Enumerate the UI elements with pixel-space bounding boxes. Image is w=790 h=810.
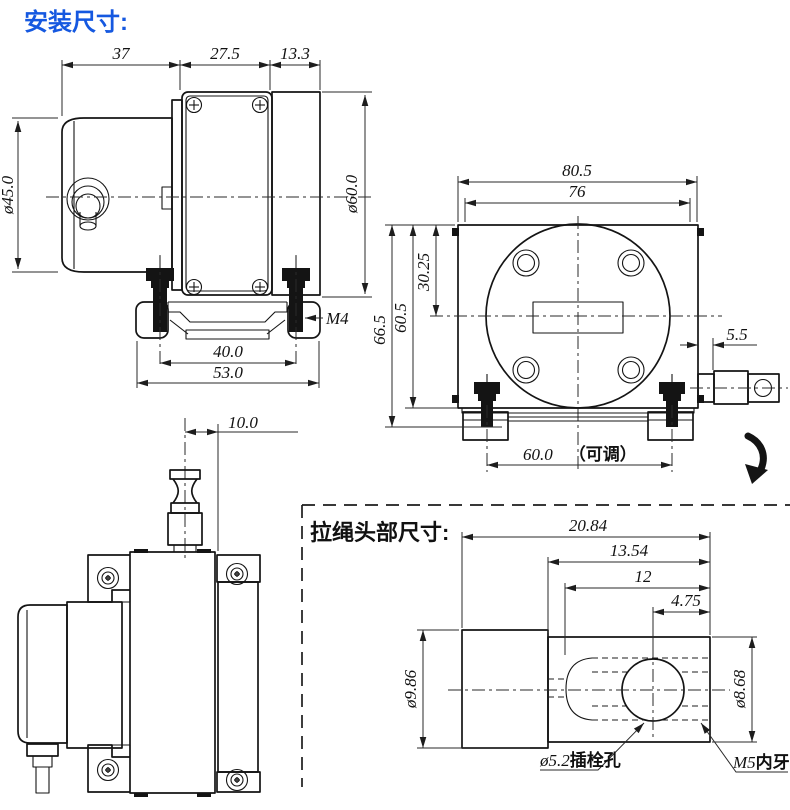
dim-width-body: 27.5	[210, 44, 240, 63]
label-pin-hole-text: 插栓孔	[570, 750, 621, 770]
front-thumbscrew-left	[474, 374, 500, 427]
dim-cylinder-diameter: ø9.86	[401, 669, 420, 709]
pull-direction-arrow	[744, 432, 768, 484]
section-title: 拉绳头部尺寸:	[310, 520, 449, 545]
dim-gland-offset: 10.0	[228, 413, 258, 432]
connector-plug	[66, 177, 110, 231]
cable-gland	[167, 469, 203, 553]
wire-outlet-head	[690, 370, 788, 405]
dim-overall-width: 80.5	[562, 161, 592, 180]
dim-rear-diameter: ø45.0	[0, 175, 17, 215]
dim-block-diameter: ø8.68	[730, 669, 749, 709]
front-view: 80.5 76 66.5 60.5 30.25 5.5 60.0 （可调）	[370, 161, 788, 484]
top-view-body	[17, 549, 261, 797]
dim-slot-length: 12	[635, 567, 653, 586]
dim-hole-offset: 4.75	[671, 591, 701, 610]
dim-screw-spacing: 40.0	[213, 342, 243, 361]
page-title: 安装尺寸:	[24, 8, 128, 36]
dim-foot-spacing-note: （可调）	[569, 444, 637, 464]
label-pin-hole-value: ø5.2	[539, 751, 570, 770]
dim-overall-length: 20.84	[569, 516, 608, 535]
dim-bracket-width: 53.0	[213, 363, 243, 382]
dim-overall-height: 66.5	[370, 315, 389, 345]
dim-face-width: 76	[569, 182, 587, 201]
dim-face-height: 60.5	[391, 303, 410, 333]
front-view-dimensions: 80.5 76 66.5 60.5 30.25 5.5 60.0 （可调）	[370, 161, 757, 472]
top-view-dimensions: 10.0	[184, 413, 298, 562]
dim-center-offset: 30.25	[414, 253, 433, 292]
top-view: 10.0	[17, 413, 298, 797]
label-slot	[532, 301, 624, 334]
mounting-bracket	[135, 301, 321, 340]
label-thread: M5内牙	[732, 752, 790, 772]
connector-plug-top	[26, 743, 59, 794]
label-thread-value: M5	[732, 753, 756, 772]
dim-block-length: 13.54	[610, 541, 649, 560]
dim-foot-spacing: 60.0 （可调）	[523, 444, 637, 464]
front-view-body	[430, 216, 722, 470]
dim-body-height: ø60.0	[342, 174, 361, 214]
side-view-body	[46, 91, 372, 296]
dim-thumbscrew-thread: M4	[325, 309, 349, 328]
label-thread-text: 内牙	[756, 752, 790, 772]
dim-outlet-offset: 5.5	[726, 325, 747, 344]
dim-width-cover: 13.3	[280, 44, 310, 63]
rope-head-dimensions: 20.84 13.54 12 4.75 ø9.86 ø8.68 ø5.2插栓孔 …	[401, 516, 790, 773]
side-view-dimensions: 37 27.5 13.3 ø45.0 ø60.0 40.0 53.0 M4	[0, 44, 372, 388]
front-thumbscrew-right	[659, 374, 685, 427]
label-pin-hole: ø5.2插栓孔	[539, 750, 621, 770]
rope-head-drawing	[448, 629, 730, 749]
dim-foot-spacing-value: 60.0	[523, 445, 553, 464]
dim-width-rear: 37	[112, 44, 132, 63]
side-view: 37 27.5 13.3 ø45.0 ø60.0 40.0 53.0 M4	[0, 44, 372, 388]
front-rail-feet	[461, 407, 695, 441]
rope-head-section: 拉绳头部尺寸: 20.84 13.54 12	[301, 504, 790, 787]
